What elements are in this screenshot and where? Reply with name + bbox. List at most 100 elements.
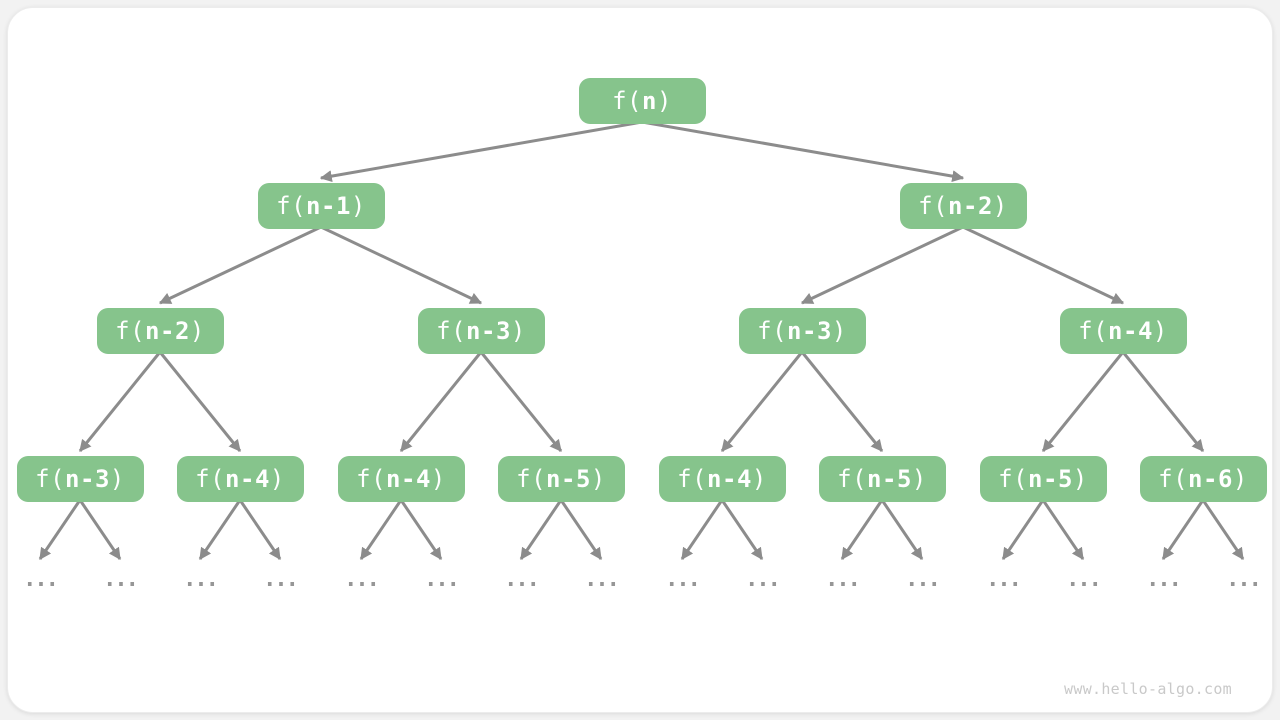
node-label-arg: n [642, 87, 657, 115]
tree-node: f(n-4) [337, 456, 465, 502]
tree-edge-arrow [962, 225, 1125, 305]
tree-edge-arrow [359, 499, 403, 560]
node-label-arg: n-4 [386, 465, 431, 493]
node-label-post: ) [590, 465, 606, 493]
tree-node: f(n-5) [497, 456, 625, 502]
watermark: www.hello-algo.com [1064, 680, 1232, 698]
tree-node: f(n-3) [738, 308, 866, 354]
node-label-post: ) [430, 465, 446, 493]
tree-edge-arrow [198, 499, 242, 560]
tree-edge-arrow [399, 499, 443, 560]
tree-node: f(n-6) [1139, 456, 1267, 502]
leaf-ellipsis: ... [424, 567, 460, 592]
node-label-arg: n-2 [145, 317, 190, 345]
node-label-arg: n-4 [707, 465, 752, 493]
edge-group [38, 120, 1245, 560]
leaf-ellipsis: ... [584, 567, 620, 592]
tree-node: f(n-3) [417, 308, 545, 354]
tree-node: f(n-2) [96, 308, 224, 354]
tree-edge-arrow [680, 499, 724, 560]
leaf-ellipsis: ... [665, 567, 701, 592]
tree-edge-arrow [800, 225, 964, 305]
leaf-ellipsis: ... [23, 567, 59, 592]
node-label-post: ) [189, 317, 205, 345]
node-label-post: ) [1232, 465, 1248, 493]
tree-edge-arrow [519, 499, 563, 560]
tree-node: f(n-2) [899, 183, 1027, 229]
tree-edge-arrow [1201, 499, 1245, 560]
tree-edge-arrow [1161, 499, 1205, 560]
node-label-pre: f( [757, 317, 788, 345]
tree-edge-arrow [1041, 499, 1085, 560]
tree-edge-arrow [1001, 499, 1045, 560]
leaf-ellipsis: ... [745, 567, 781, 592]
tree-node: f(n-5) [979, 456, 1107, 502]
node-label-post: ) [350, 192, 366, 220]
node-label-pre: f( [612, 87, 642, 115]
node-label-arg: n-1 [306, 192, 351, 220]
node-label-pre: f( [998, 465, 1029, 493]
leaf-ellipsis: ... [504, 567, 540, 592]
node-label-pre: f( [115, 317, 146, 345]
node-label-post: ) [831, 317, 847, 345]
leaf-ellipsis: ... [263, 567, 299, 592]
node-label-post: ) [656, 87, 672, 115]
node-label-pre: f( [356, 465, 387, 493]
tree-edge-arrow [479, 351, 563, 452]
tree-edge-arrow [158, 225, 322, 305]
node-label-arg: n-5 [546, 465, 591, 493]
leaf-ellipsis: ... [986, 567, 1022, 592]
tree-edge-arrow [880, 499, 924, 560]
tree-node: f(n-4) [1059, 308, 1187, 354]
node-label-pre: f( [837, 465, 868, 493]
tree-edge-arrow [78, 499, 122, 560]
leaf-ellipsis: ... [905, 567, 941, 592]
node-label-arg: n-4 [225, 465, 270, 493]
node-label-arg: n-5 [1028, 465, 1073, 493]
tree-node: f(n-4) [658, 456, 786, 502]
node-label-pre: f( [677, 465, 708, 493]
tree-edge-arrow [38, 499, 82, 560]
node-label-pre: f( [918, 192, 949, 220]
node-label-pre: f( [436, 317, 467, 345]
tree-edge-arrow [399, 351, 483, 452]
node-label-arg: n-3 [466, 317, 511, 345]
node-label-post: ) [269, 465, 285, 493]
node-label-arg: n-6 [1188, 465, 1233, 493]
node-label-post: ) [510, 317, 526, 345]
tree-edge-arrow [641, 120, 965, 183]
node-label-post: ) [751, 465, 767, 493]
tree-node: f(n) [578, 78, 706, 124]
leaf-ellipsis: ... [825, 567, 861, 592]
node-label-pre: f( [35, 465, 66, 493]
tree-edge-arrow [78, 351, 162, 452]
leaf-ellipsis: ... [344, 567, 380, 592]
tree-node: f(n-3) [16, 456, 144, 502]
tree-edge-arrow [720, 351, 804, 452]
node-label-post: ) [911, 465, 927, 493]
tree-edge-arrow [1121, 351, 1205, 452]
node-label-arg: n-3 [65, 465, 110, 493]
tree-node: f(n-4) [176, 456, 304, 502]
node-label-post: ) [992, 192, 1008, 220]
leaf-ellipsis: ... [103, 567, 139, 592]
node-label-pre: f( [195, 465, 226, 493]
node-label-pre: f( [276, 192, 307, 220]
leaf-ellipsis: ... [1066, 567, 1102, 592]
leaf-ellipsis: ... [183, 567, 219, 592]
node-label-arg: n-5 [867, 465, 912, 493]
node-label-arg: n-2 [948, 192, 993, 220]
tree-edge-arrow [319, 120, 643, 183]
leaf-ellipsis: ... [1146, 567, 1182, 592]
node-label-post: ) [109, 465, 125, 493]
node-label-arg: n-3 [787, 317, 832, 345]
tree-edge-arrow [840, 499, 884, 560]
tree-node: f(n-1) [257, 183, 385, 229]
tree-edge-arrow [320, 225, 483, 305]
diagram-card [7, 7, 1273, 713]
node-label-pre: f( [1158, 465, 1189, 493]
tree-edge-arrow [720, 499, 764, 560]
tree-node: f(n-5) [818, 456, 946, 502]
